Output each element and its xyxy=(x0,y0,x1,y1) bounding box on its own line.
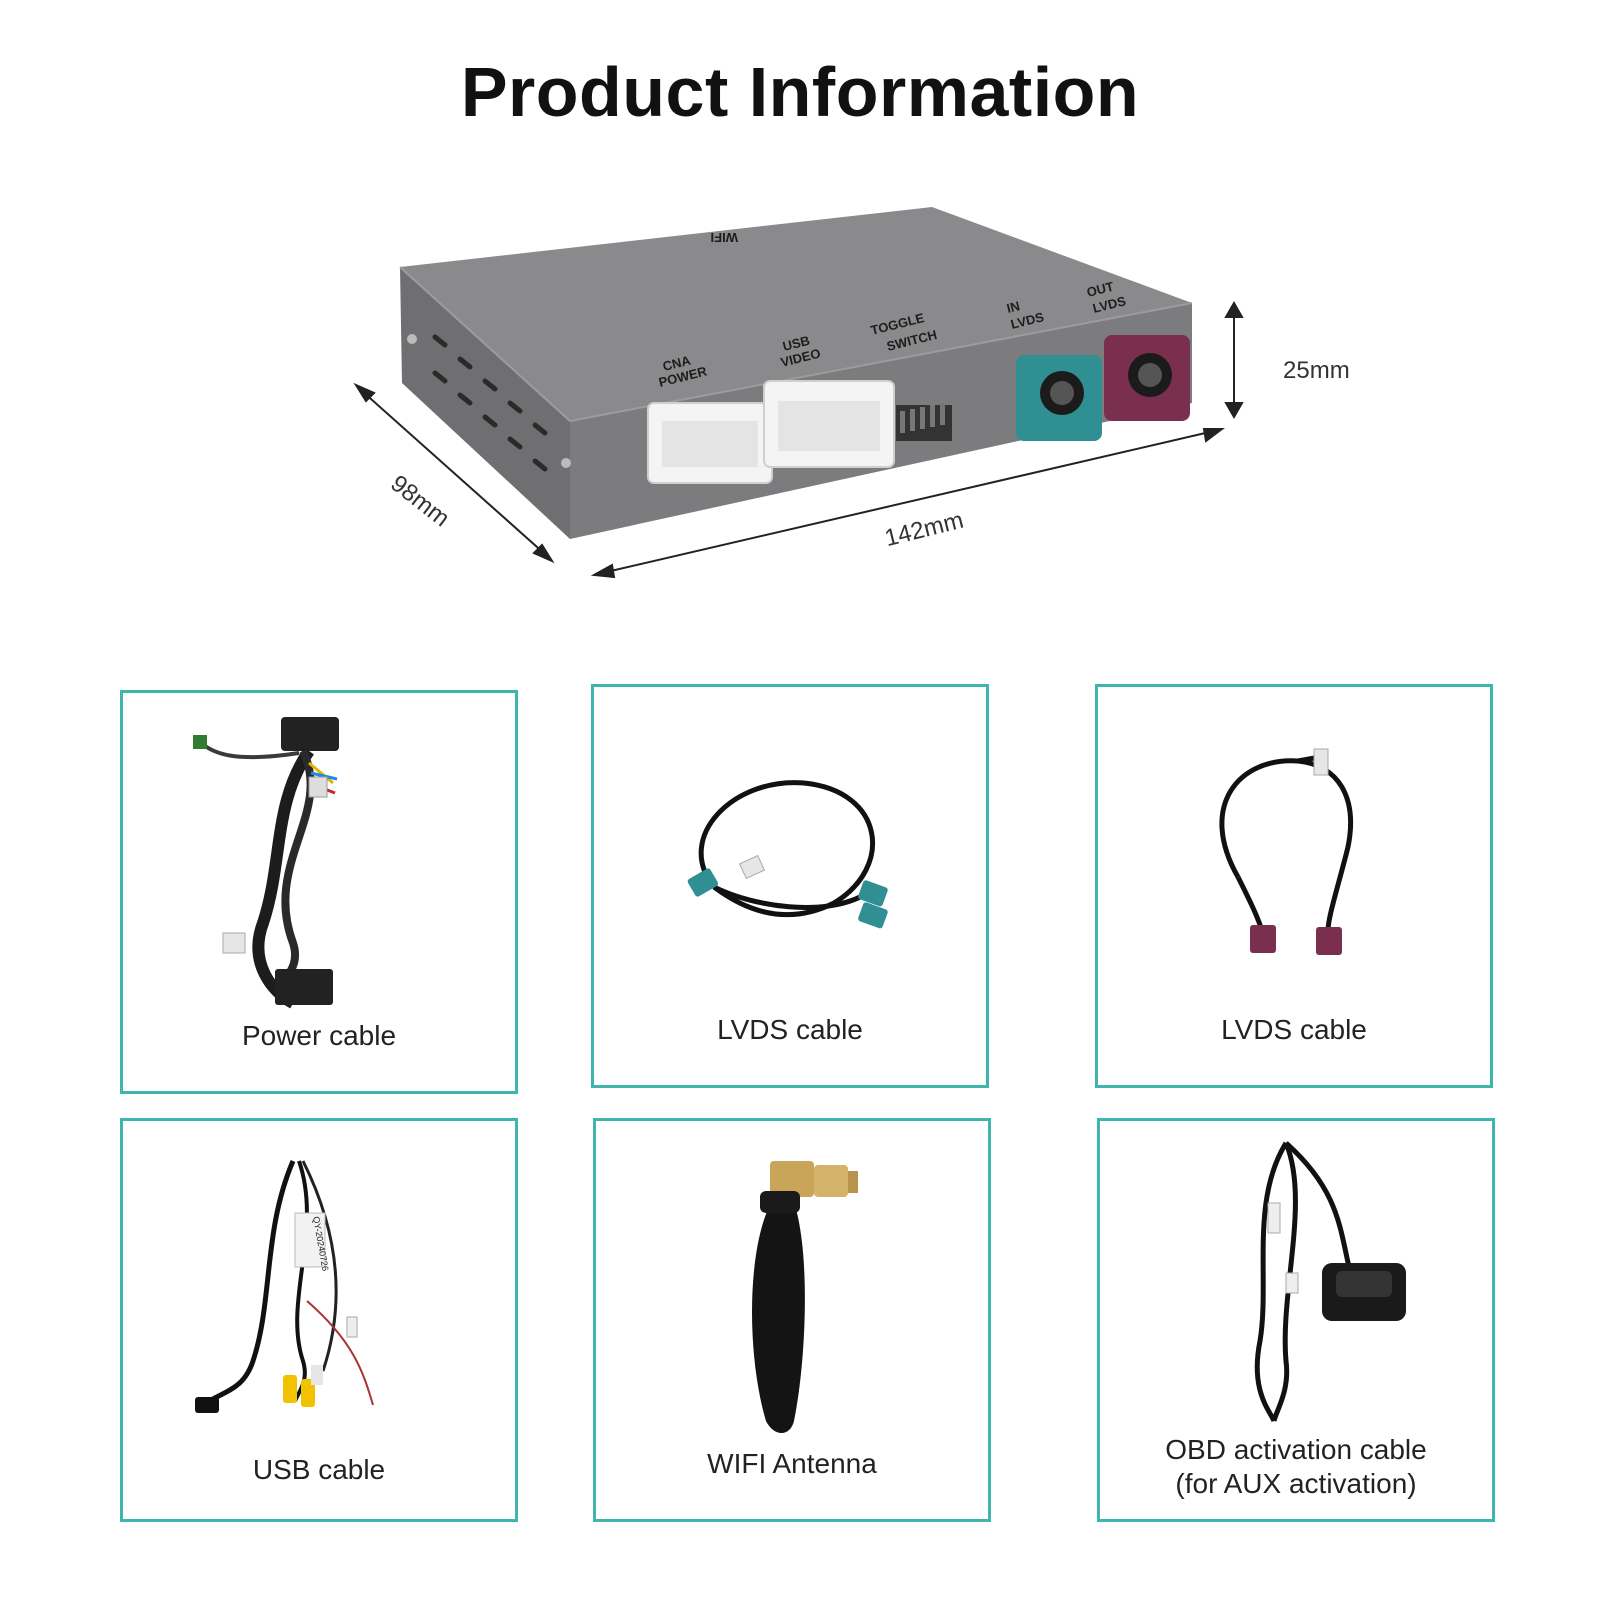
power-cable-icon xyxy=(193,717,339,1009)
accessory-label: WIFI Antenna xyxy=(707,1448,877,1479)
accessory-label: Power cable xyxy=(241,1020,397,1051)
wifi-antenna-icon xyxy=(752,1161,858,1433)
cna-label: CNA xyxy=(661,352,693,374)
accessory-card-lvds-cable-purple: LVDS cable xyxy=(1095,684,1493,1088)
accessory-label: USB cable xyxy=(252,1454,386,1485)
lvds-cable-purple-icon xyxy=(1219,748,1354,955)
in-label: IN xyxy=(1005,298,1021,316)
accessory-sublabel: (for AUX activation) xyxy=(1175,1468,1417,1499)
device-illustration: WIFI CNA POWER USB VIDEO TOGGLE SWITCH I… xyxy=(340,195,1380,615)
page-title: Product Information xyxy=(460,53,1140,131)
height-dimension: 25mm xyxy=(1283,357,1350,384)
accessory-label: OBD activation cable xyxy=(1165,1434,1427,1465)
out-label: OUT xyxy=(1085,279,1115,300)
accessory-card-usb-cable: QY-20240726 USB cable xyxy=(120,1118,518,1522)
usb-cable-icon: QY-20240726 xyxy=(195,1160,374,1413)
accessory-card-power-cable: Power cable xyxy=(120,690,518,1094)
accessory-card-wifi-antenna: WIFI Antenna xyxy=(593,1118,991,1522)
usb-label: USB xyxy=(781,333,811,354)
accessory-card-lvds-cable-teal: LVDS cable xyxy=(591,684,989,1088)
accessory-label: LVDS cable xyxy=(717,1014,863,1045)
obd-cable-icon xyxy=(1254,1141,1406,1423)
lvds-cable-teal-icon xyxy=(687,780,888,929)
device-box-image: WIFI CNA POWER USB VIDEO TOGGLE SWITCH I… xyxy=(353,207,1244,579)
accessory-label: LVDS cable xyxy=(1221,1014,1367,1045)
accessory-card-obd-cable: OBD activation cable (for AUX activation… xyxy=(1097,1118,1495,1522)
wifi-label: WIFI xyxy=(711,230,738,245)
